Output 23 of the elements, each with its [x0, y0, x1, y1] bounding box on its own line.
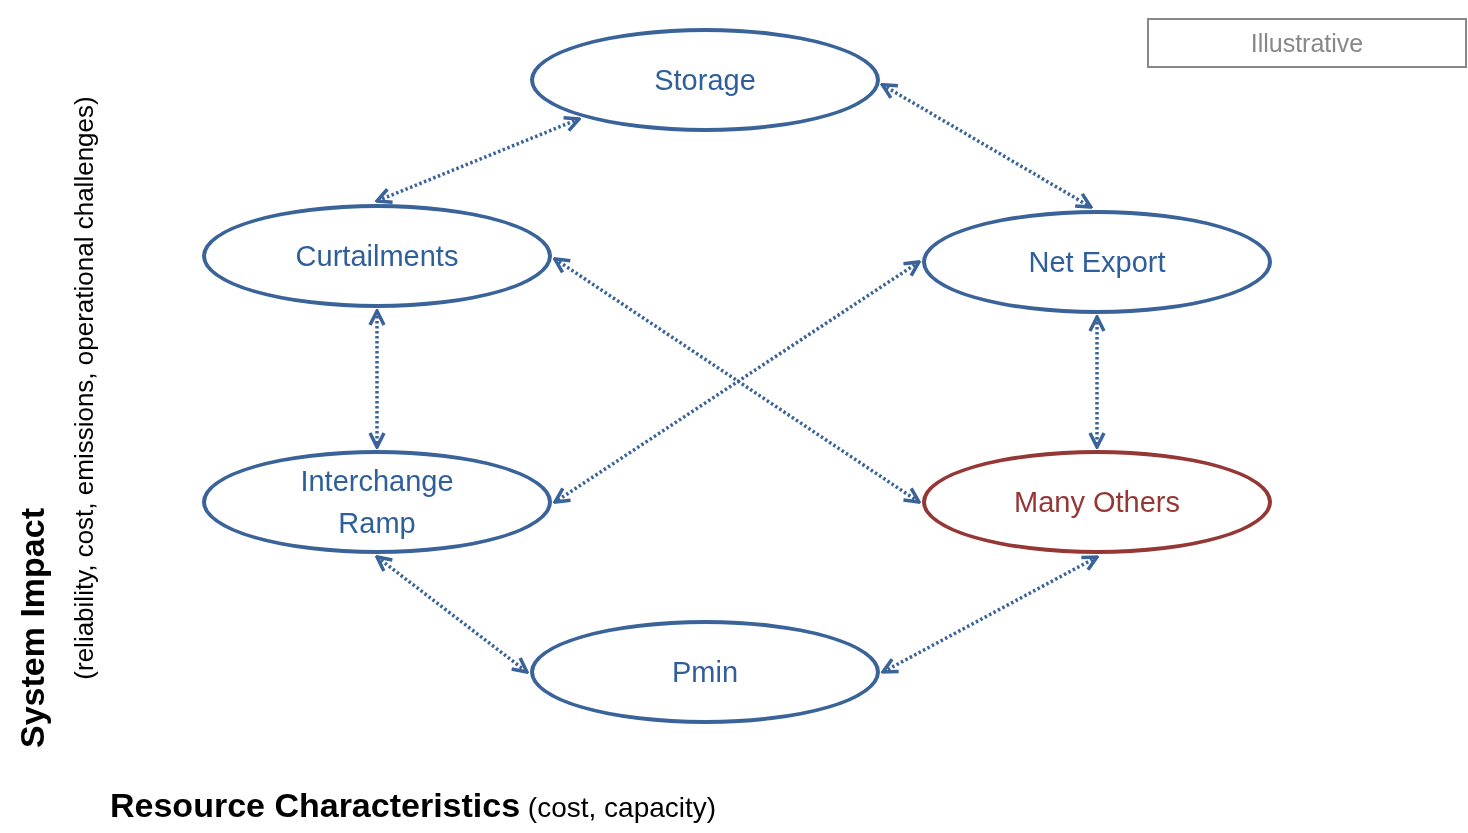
node-label: Many Others: [1013, 484, 1181, 520]
ellipse-node: [922, 210, 1272, 314]
node-label: Storage: [653, 62, 757, 98]
node-label: Curtailments: [294, 238, 460, 274]
axis-title: Resource Characteristics (cost, capacity): [110, 786, 717, 825]
ellipse-node: [530, 620, 880, 724]
dotted-double-arrow: [375, 555, 529, 674]
ellipse-node: [202, 204, 552, 308]
ellipse-node: [202, 450, 552, 554]
dotted-double-arrow: [1088, 315, 1106, 449]
dotted-double-arrow: [880, 83, 1093, 209]
ellipse-node: [530, 28, 880, 132]
axis-subtitle: (reliability, cost, emissions, operational challenges): [71, 95, 97, 682]
node-label: Interchange Ramp: [299, 463, 455, 541]
node-label: Pmin: [670, 654, 740, 690]
axis-title: System Impact: [15, 507, 49, 750]
ellipse-node: [922, 450, 1272, 554]
dotted-double-arrow: [881, 555, 1099, 674]
node-label: Net Export: [1027, 244, 1167, 280]
dotted-double-arrow: [368, 309, 386, 449]
tag-box: [1147, 18, 1467, 68]
node-label: Illustrative: [1249, 28, 1365, 58]
dotted-double-arrow: [375, 115, 581, 204]
